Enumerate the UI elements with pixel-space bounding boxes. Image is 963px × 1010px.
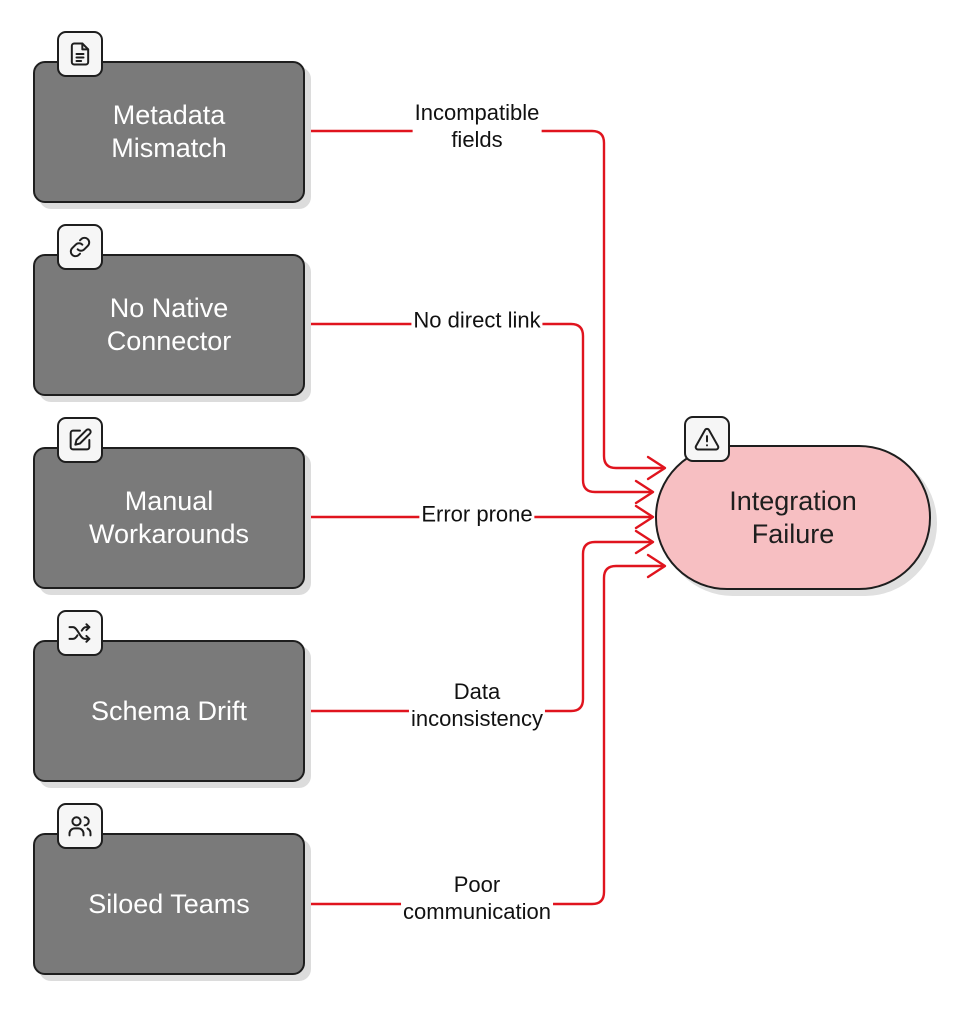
- shuffle-icon: [57, 610, 103, 656]
- edge-line-no-native-connector: [305, 322, 654, 494]
- node-label: Metadata Mismatch: [111, 100, 227, 163]
- node-label: No Native Connector: [106, 293, 232, 356]
- users-icon: [57, 803, 103, 849]
- edge-label-data-inconsistency: Data inconsistency: [408, 678, 546, 732]
- edit-icon: [57, 417, 103, 463]
- arrowhead-3: [634, 504, 655, 530]
- arrowhead-2: [634, 479, 655, 505]
- arrowhead-5: [646, 553, 667, 579]
- node-no-native-connector: No Native Connector: [33, 254, 305, 396]
- arrowhead-1: [646, 455, 667, 481]
- link-icon: [57, 224, 103, 270]
- node-siloed-teams: Siloed Teams: [33, 833, 305, 975]
- warning-icon: [684, 416, 730, 462]
- node-manual-workarounds: Manual Workarounds: [33, 447, 305, 589]
- node-label: Schema Drift: [90, 695, 248, 726]
- edge-label-error-prone: Error prone: [419, 500, 535, 528]
- target-label: Integration Failure: [729, 485, 857, 549]
- node-label: Manual Workarounds: [88, 486, 250, 549]
- edge-line-siloed-teams: [305, 564, 666, 906]
- node-integration-failure: Integration Failure: [655, 445, 931, 590]
- node-label: Siloed Teams: [88, 888, 250, 919]
- node-schema-drift: Schema Drift: [33, 640, 305, 782]
- edge-label-incompatible-fields: Incompatible fields: [412, 99, 542, 153]
- node-metadata-mismatch: Metadata Mismatch: [33, 61, 305, 203]
- arrowhead-4: [634, 529, 655, 555]
- edge-label-no-direct-link: No direct link: [411, 306, 543, 334]
- edge-line-metadata-mismatch: [305, 129, 666, 470]
- edge-line-schema-drift: [305, 540, 654, 713]
- edge-label-poor-communication: Poor communication: [401, 871, 553, 925]
- document-icon: [57, 31, 103, 77]
